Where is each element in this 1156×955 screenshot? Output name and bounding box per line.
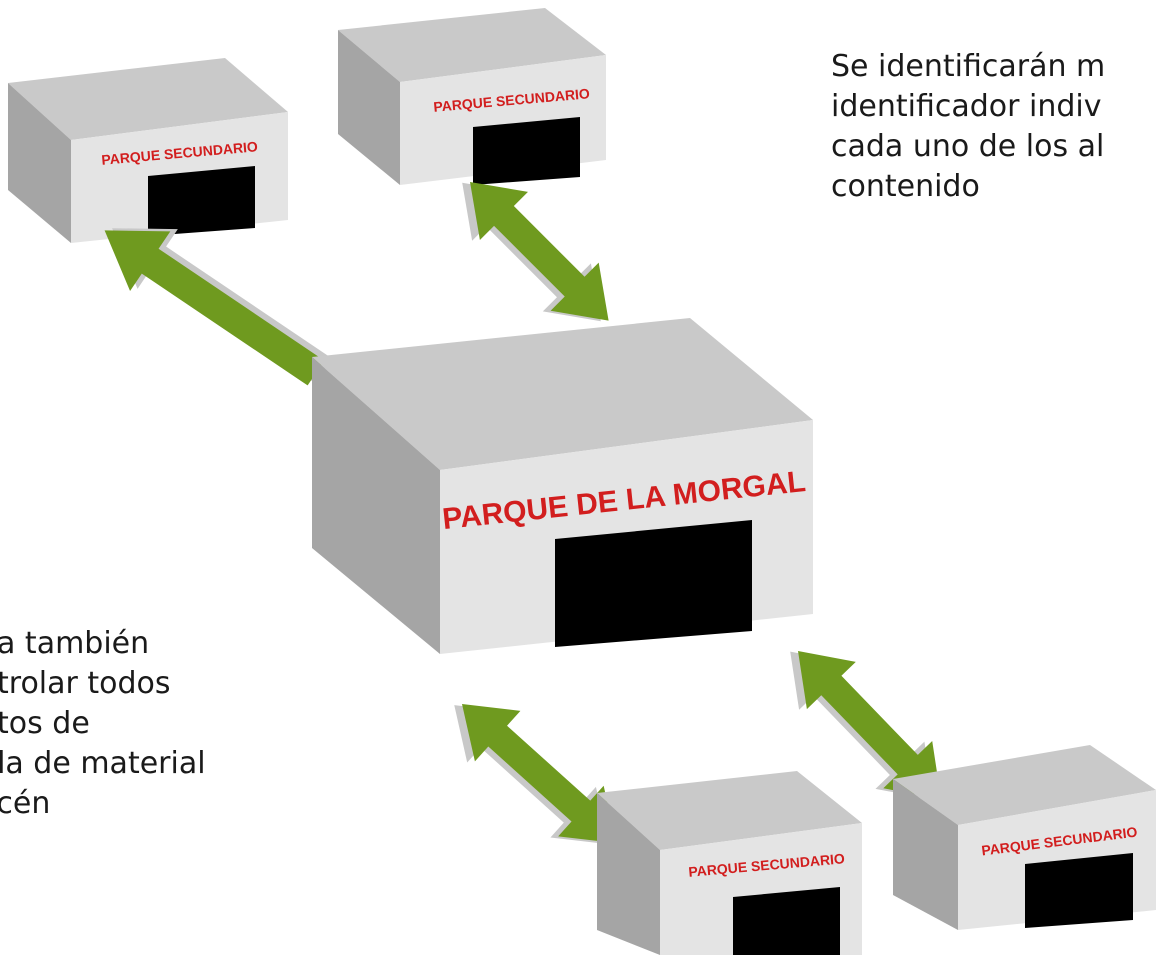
central-building: PARQUE DE LA MORGAL [312, 318, 813, 654]
secondary-building-3-door [733, 887, 840, 955]
arrow-central-to-secondary-4 [790, 651, 942, 800]
central-building-door [555, 520, 752, 647]
note-bottom-left-line: acén [0, 786, 51, 821]
arrow-central-to-secondary-1 [104, 228, 332, 386]
note-top-right-line: cada uno de los al [831, 129, 1105, 164]
arrow-central-to-secondary-3 [454, 704, 617, 845]
secondary-building-3: PARQUE SECUNDARIO [597, 771, 862, 955]
note-bottom-left-line: ida de material [0, 746, 206, 781]
secondary-building-2-door [473, 117, 580, 185]
secondary-building-4-door [1025, 853, 1133, 928]
secondary-building-1-door [148, 166, 255, 236]
secondary-building-4: PARQUE SECUNDARIO [893, 745, 1156, 930]
note-bottom-left-line: ntos de [0, 706, 90, 741]
arrow-central-to-secondary-2 [462, 182, 609, 322]
note-top-right-line: Se identificarán m [831, 49, 1106, 84]
note-top-right-line: identificador indiv [831, 89, 1102, 124]
note-bottom-left-line: na también [0, 626, 150, 661]
secondary-building-1: PARQUE SECUNDARIO [8, 58, 288, 243]
note-top-right: Se identificarán m identificador indiv c… [831, 47, 1105, 207]
secondary-building-2: PARQUE SECUNDARIO [338, 8, 606, 185]
note-top-right-line: contenido [831, 169, 980, 204]
